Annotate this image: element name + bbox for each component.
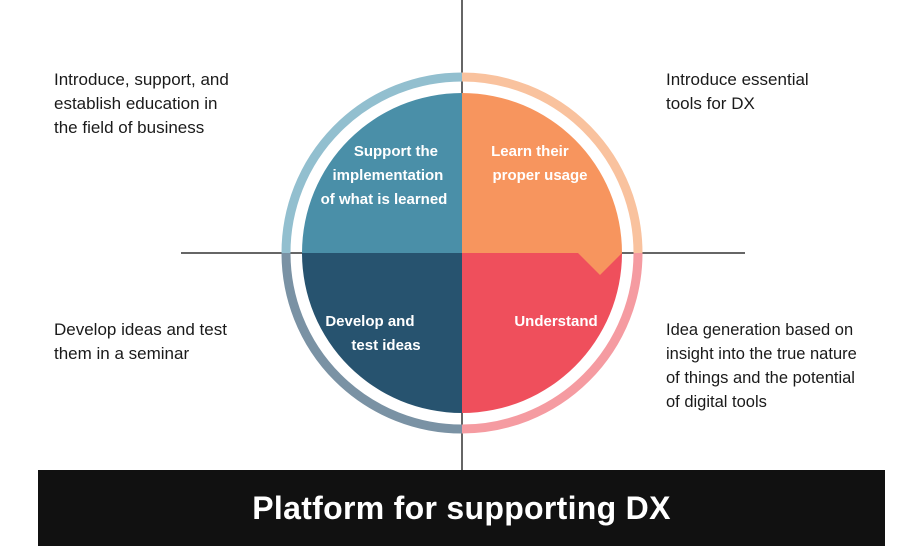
quadrant-label-bottom-right: Understand [514, 313, 597, 330]
side-text-top-right: Introduce essential tools for DX [666, 68, 809, 116]
quadrant-label-top-left: Support the implementation of what is le… [321, 143, 448, 208]
side-text-line: insight into the true nature [666, 345, 857, 363]
side-text-line: of things and the potential [666, 369, 855, 387]
quadrant-label-bottom-left: Develop and test ideas [325, 313, 420, 354]
banner-title: Platform for supporting DX [252, 489, 671, 526]
side-text-line: Idea generation based on [666, 321, 854, 339]
quadrant-top-left [302, 93, 484, 253]
ring-arc-top-left [281, 72, 463, 254]
quadrant-top-right [462, 93, 622, 275]
side-text-line: tools for DX [666, 94, 755, 113]
side-text-bottom-left: Develop ideas and test them in a seminar [54, 318, 227, 366]
side-text-line: the field of business [54, 118, 205, 137]
side-text-line: Introduce, support, and [54, 70, 229, 89]
platform-banner: Platform for supporting DX [38, 470, 885, 546]
side-text-line: establish education in [54, 94, 218, 113]
side-text-line: Introduce essential [666, 70, 809, 89]
quadrant-bottom-right [440, 253, 622, 413]
side-text-line: them in a seminar [54, 344, 190, 363]
ring-arc-bottom-left [281, 252, 463, 434]
ring-arc-top-right [461, 72, 643, 254]
side-text-bottom-right: Idea generation based on insight into th… [666, 318, 857, 414]
side-text-line: of digital tools [666, 393, 767, 411]
ring-arc-bottom-right [461, 252, 643, 434]
side-text-top-left: Introduce, support, and establish educat… [54, 68, 229, 140]
quadrant-bottom-left [302, 231, 462, 413]
side-text-line: Develop ideas and test [54, 320, 227, 339]
quadrant-label-top-right: Learn their proper usage [491, 143, 587, 184]
